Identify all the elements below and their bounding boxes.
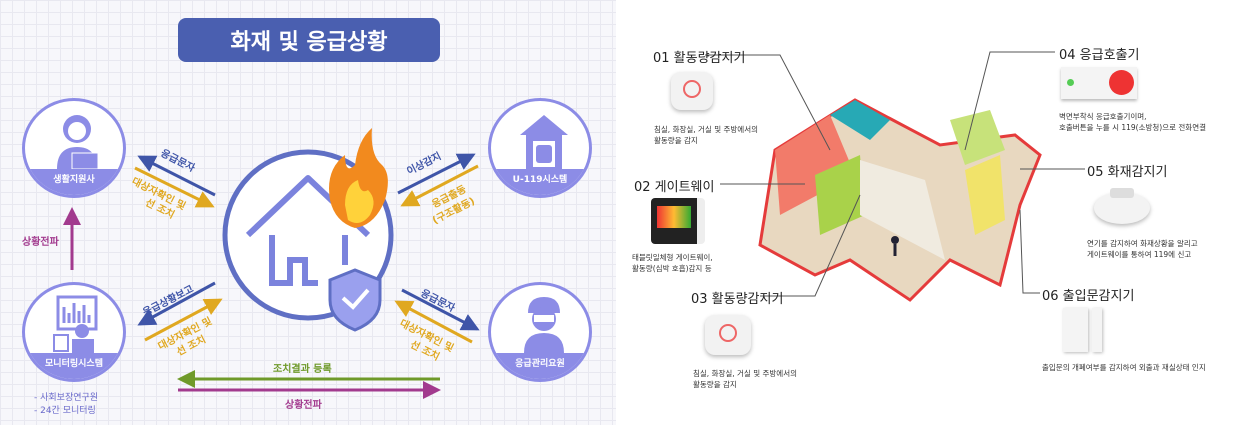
arrow-br-yellow [394, 300, 473, 344]
arrow-tl-blue [137, 155, 216, 197]
device-desc-06: 출입문의 개폐여부를 감지하여 외출과 재실상태 인지 [1042, 362, 1206, 373]
fire-detector-image [1094, 188, 1150, 224]
arrows-layer [63, 128, 480, 399]
label-bottom-purple: 상황전파 [285, 400, 322, 411]
door-sensor-magnet-image [1092, 308, 1102, 352]
note-item: - 사회보장연구원 [34, 393, 99, 403]
note-item: - 24간 모니터링 [34, 406, 96, 416]
desc-line: 호출버튼을 누를 시 119(소방청)으로 전화연결 [1059, 123, 1207, 132]
arrow-tr-blue [397, 153, 476, 195]
desc-line: 활동량을 감지 [654, 136, 698, 145]
device-desc-04: 벽면부착식 응급호출기이며, 호출버튼을 누를 시 119(소방청)으로 전화연결 [1059, 111, 1206, 133]
device-desc-02: 태블릿일체형 게이트웨이, 활동량(심박 호흡)감지 등 [632, 252, 713, 274]
arrow-bl-yellow [144, 298, 223, 342]
door-sensor-image [1063, 308, 1088, 352]
node-label: 생활지원사 [25, 169, 123, 195]
device-title-06: 06 출입문감지기 [1042, 289, 1135, 304]
activity-sensor-image [671, 72, 713, 110]
desc-line: 출입문의 개폐여부를 감지하여 외출과 재실상태 인지 [1042, 363, 1206, 372]
device-title-05: 05 화재감지기 [1087, 165, 1168, 180]
node-support-worker: 생활지원사 [22, 98, 126, 198]
device-title-01: 01 활동량감지기 [653, 51, 746, 66]
desc-line: 벽면부착식 응급호출기이며, [1059, 112, 1147, 121]
diagram-title: 화재 및 응급상황 [178, 18, 440, 62]
arrow-tl-yellow [134, 166, 215, 208]
desc-line: 태블릿일체형 게이트웨이, [632, 253, 713, 262]
fire-station-icon [520, 115, 568, 169]
node-label: U-119시스템 [491, 169, 589, 195]
desc-line: 침실, 화장실, 거실 및 주방에서의 [654, 125, 759, 134]
arrow-br-blue [401, 288, 480, 331]
arrow-bl-blue [137, 281, 216, 326]
device-title-03: 03 활동량감지기 [691, 292, 784, 307]
arrow-tr-yellow [400, 164, 479, 207]
monitor-person-icon [53, 295, 98, 353]
monitoring-notes: - 사회보장연구원 - 24간 모니터링 [34, 392, 98, 418]
node-label: 응급관리요원 [491, 353, 589, 379]
node-u119-system: U-119시스템 [488, 98, 592, 198]
desc-line: 침실, 화장실, 거실 및 주방에서의 [693, 369, 798, 378]
desc-line: 연기를 감지하여 화재상황을 알리고 [1087, 239, 1198, 248]
label-bottom-green: 조치결과 등록 [273, 364, 332, 375]
desc-line: 게이트웨이를 통하여 119에 신고 [1087, 250, 1192, 259]
emergency-call-button-image [1061, 67, 1137, 99]
node-monitoring-system: 모니터링시스템 [22, 282, 126, 382]
desc-line: 활동량(심박 호흡)감지 등 [632, 264, 712, 273]
desc-line: 활동량을 감지 [693, 380, 737, 389]
device-title-02: 02 게이트웨이 [634, 180, 715, 195]
node-label: 모니터링시스템 [25, 353, 123, 379]
node-emergency-manager: 응급관리요원 [488, 282, 592, 382]
gateway-tablet-image [651, 198, 705, 244]
rescuer-icon [524, 297, 564, 353]
activity-sensor-image [705, 315, 751, 355]
label-vertical: 상황전파 [22, 237, 59, 248]
fire-emergency-diagram: 화재 및 응급상황 응급문자 대상자확인 및 선 조치 이상감지 응급출동 (구… [0, 0, 616, 425]
isometric-house-illustration [705, 51, 1085, 302]
person-laptop-icon [57, 115, 99, 170]
fire-icon [329, 128, 388, 228]
device-title-04: 04 응급호출기 [1059, 48, 1140, 63]
